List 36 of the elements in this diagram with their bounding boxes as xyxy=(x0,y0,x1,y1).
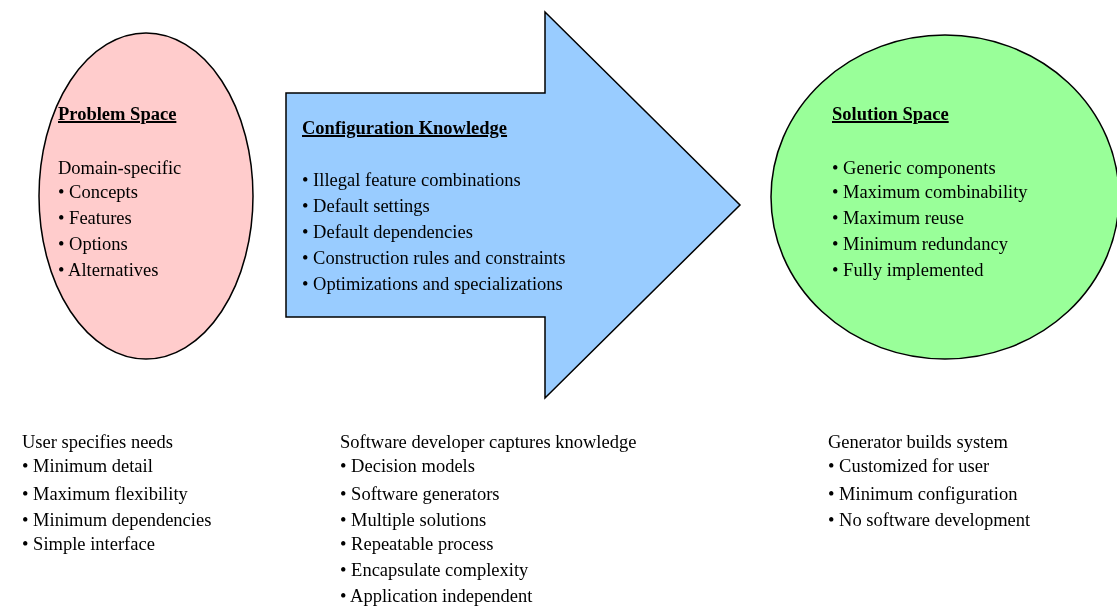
list-item: • No software development xyxy=(828,509,1031,531)
block-arrow xyxy=(285,10,742,400)
list-item: • Maximum combinability xyxy=(832,181,1028,203)
list-item: • Application independent xyxy=(340,585,533,606)
list-item: • Fully implemented xyxy=(832,259,984,281)
list-item: • Simple interface xyxy=(22,533,155,555)
list-item: • Features xyxy=(58,207,132,229)
column-heading: Generator builds system xyxy=(828,431,1008,453)
list-item: Domain-specific xyxy=(58,157,182,179)
list-item: • Construction rules and constraints xyxy=(302,247,566,269)
list-item: • Alternatives xyxy=(58,259,159,281)
list-item: • Minimum configuration xyxy=(828,483,1018,505)
list-item: • Minimum detail xyxy=(22,455,153,477)
list-item: • Generic components xyxy=(832,157,996,179)
list-item: • Default dependencies xyxy=(302,221,473,243)
list-item: • Minimum redundancy xyxy=(832,233,1009,255)
problem-space-ellipse xyxy=(38,32,254,360)
list-item: • Maximum reuse xyxy=(832,207,964,229)
list-item: • Encapsulate complexity xyxy=(340,559,529,581)
list-item: • Repeatable process xyxy=(340,533,494,555)
list-item: • Concepts xyxy=(58,181,138,203)
heading: Solution Space xyxy=(832,103,949,125)
heading: Problem Space xyxy=(58,103,177,125)
list-item: • Illegal feature combinations xyxy=(302,169,521,191)
list-item: • Decision models xyxy=(340,455,475,477)
list-item: • Optimizations and specializations xyxy=(302,273,563,295)
list-item: • Customized for user xyxy=(828,455,990,477)
list-item: • Minimum dependencies xyxy=(22,509,212,531)
heading: Configuration Knowledge xyxy=(302,117,508,139)
list-item: • Maximum flexibility xyxy=(22,483,188,505)
list-item: • Default settings xyxy=(302,195,430,217)
list-item: • Software generators xyxy=(340,483,500,505)
column-heading: Software developer captures knowledge xyxy=(340,431,637,453)
list-item: • Options xyxy=(58,233,128,255)
column-heading: User specifies needs xyxy=(22,431,174,453)
list-item: • Multiple solutions xyxy=(340,509,487,531)
